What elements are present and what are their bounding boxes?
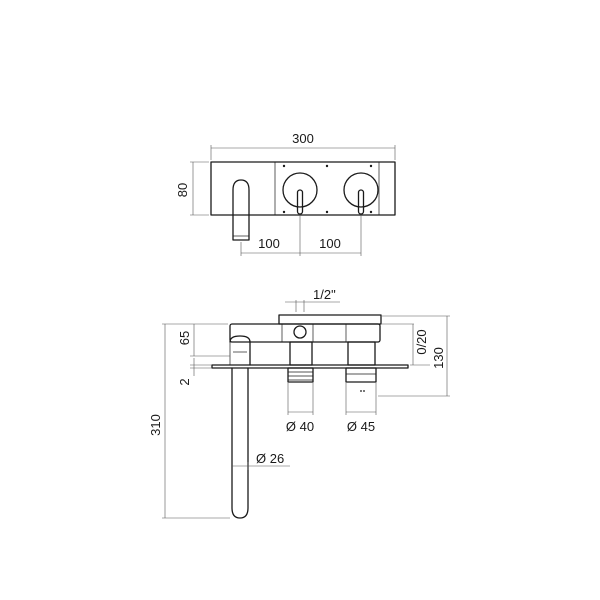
right-diameter-label: Ø 45 xyxy=(347,419,375,434)
plate-thickness-label: 2 xyxy=(177,378,192,385)
left-handle-ring xyxy=(282,172,318,208)
left-cartridge-lower xyxy=(287,367,314,383)
depth-dimension-label: 65 xyxy=(177,331,192,345)
adjustment-range-label: 0/20 xyxy=(414,329,429,354)
screw-dot xyxy=(282,210,286,214)
thread-size-label: 1/2" xyxy=(313,287,336,302)
width-dimension-label: 300 xyxy=(292,131,314,146)
height-dimension-label: 80 xyxy=(175,183,190,197)
spacing-right-label: 100 xyxy=(319,236,341,251)
screw-dot xyxy=(282,164,286,168)
screw-dot xyxy=(369,210,373,214)
screw-dot xyxy=(325,210,329,214)
front-dimensions: 300 80 100 100 xyxy=(175,131,396,256)
left-handle-lever xyxy=(296,189,304,215)
right-handle-lever xyxy=(357,189,365,215)
body-depth-label: 130 xyxy=(431,347,446,369)
left-thread-port xyxy=(293,325,307,339)
length-dimension-label: 310 xyxy=(148,414,163,436)
front-panel xyxy=(274,161,380,216)
right-cartridge-lower xyxy=(345,367,377,383)
front-spout xyxy=(232,179,250,241)
side-top-body xyxy=(229,323,381,343)
side-dimensions: 1/2" 310 65 2 0/20 130 Ø 40 Ø 45 xyxy=(148,287,450,519)
screw-dot xyxy=(325,164,329,168)
side-top-block xyxy=(278,314,382,325)
side-spout xyxy=(229,335,251,519)
left-diameter-label: Ø 40 xyxy=(286,419,314,434)
right-handle-ring xyxy=(343,172,379,208)
spout-diameter-label: Ø 26 xyxy=(256,451,284,466)
front-view xyxy=(210,161,396,241)
left-cartridge xyxy=(289,341,313,366)
side-view xyxy=(211,314,409,519)
screw-dot xyxy=(369,164,373,168)
spacing-left-label: 100 xyxy=(258,236,280,251)
right-cartridge xyxy=(347,341,376,366)
